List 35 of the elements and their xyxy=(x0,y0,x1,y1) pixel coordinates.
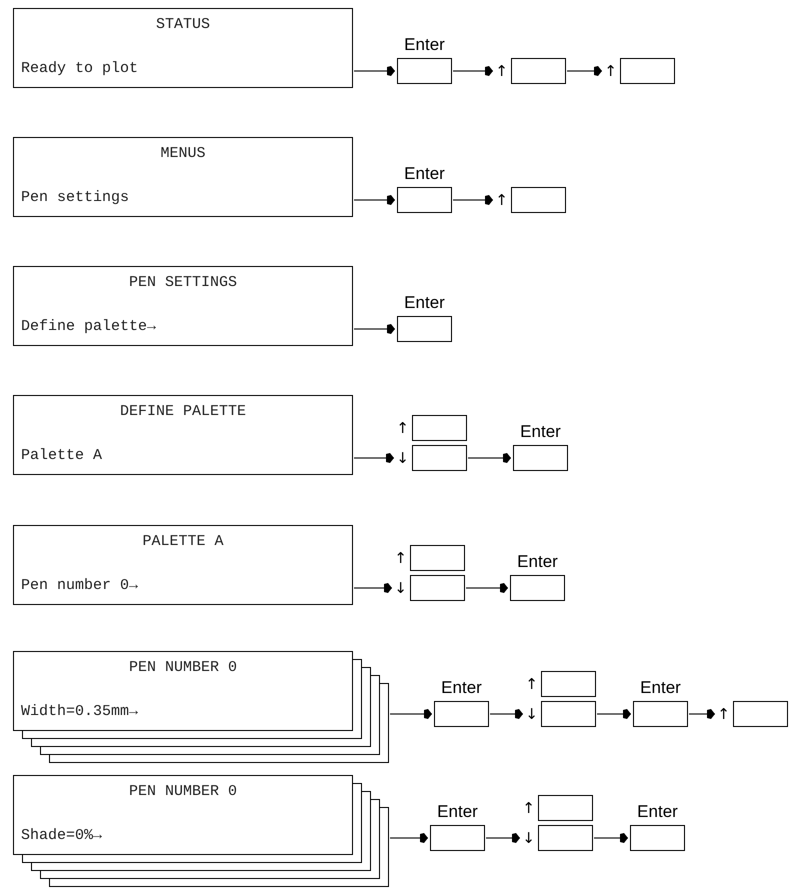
key-arrow-label: ↑ xyxy=(396,418,409,436)
key-arrow-label: ↑ xyxy=(604,62,617,80)
key-label: Enter xyxy=(637,802,678,822)
key-label: Enter xyxy=(520,422,561,442)
panel-text: Width=0.35mm→ xyxy=(21,702,138,722)
panel-heading: PEN SETTINGS xyxy=(128,273,238,293)
key-label: Enter xyxy=(441,678,482,698)
key-arrow-label: ↑ xyxy=(394,548,407,566)
panel-text: Pen settings xyxy=(21,188,130,208)
panel-heading: DEFINE PALETTE xyxy=(118,402,248,422)
panel-text: Palette A xyxy=(21,446,102,466)
panel-text: Pen number 0→ xyxy=(21,576,138,596)
key-arrow-label: ↓ xyxy=(396,448,409,466)
panel-text: Define palette→ xyxy=(21,316,156,336)
key-label: Enter xyxy=(517,552,558,572)
panel-text: Shade=0%→ xyxy=(21,826,102,846)
key-label: Enter xyxy=(640,678,681,698)
key-arrow-label: ↑ xyxy=(525,674,538,692)
key-label: Enter xyxy=(437,802,478,822)
panel-text: Ready to plot xyxy=(21,58,138,78)
panel-heading: STATUS xyxy=(154,15,211,35)
key-label: Enter xyxy=(404,293,445,313)
key-arrow-label: ↓ xyxy=(394,578,407,596)
key-label: Enter xyxy=(404,164,445,184)
key-label: Enter xyxy=(404,35,445,55)
key-arrow-label: ↑ xyxy=(495,62,508,80)
key-arrow-label: ↓ xyxy=(522,828,535,846)
panel-heading: MENUS xyxy=(159,144,206,164)
panel-heading: PEN NUMBER 0 xyxy=(128,782,238,802)
key-arrow-label: ↑ xyxy=(717,704,730,722)
key-arrow-label: ↓ xyxy=(525,704,538,722)
panel-heading: PALETTE A xyxy=(141,532,224,552)
panel-heading: PEN NUMBER 0 xyxy=(128,658,238,678)
key-arrow-label: ↑ xyxy=(495,190,508,208)
key-arrow-label: ↑ xyxy=(522,798,535,816)
